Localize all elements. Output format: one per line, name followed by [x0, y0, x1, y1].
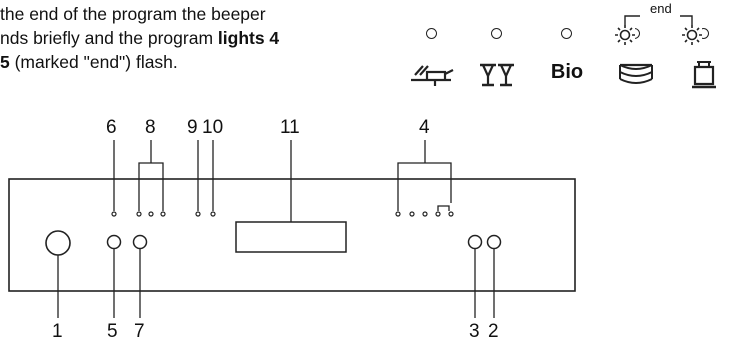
led-8a — [136, 211, 142, 217]
indicator-lamp — [561, 28, 572, 39]
callout-8: 8 — [145, 117, 156, 138]
program-indicator-bio: Bio — [540, 4, 594, 94]
indicator-lamp — [491, 28, 502, 39]
light-icon — [682, 25, 702, 45]
led-8b — [148, 211, 154, 217]
main-switch-button[interactable] — [45, 230, 71, 256]
led-10 — [210, 211, 216, 217]
instruction-line-3-bold: 5 — [0, 52, 10, 72]
callout-5: 5 — [107, 321, 118, 342]
instruction-line-2-bold: lights 4 — [217, 28, 280, 48]
button-3[interactable] — [467, 234, 483, 250]
panel-outline — [8, 178, 576, 292]
callout-6: 6 — [106, 117, 117, 138]
end-indicator-group — [615, 15, 702, 45]
instruction-line-1: the end of the program the beeper — [0, 4, 266, 24]
callout-1: 1 — [52, 321, 63, 342]
instruction-line-2: nds briefly and the program lights 4 — [0, 26, 395, 50]
callout-3: 3 — [469, 321, 480, 342]
single-glass-icon — [692, 61, 716, 89]
program-indicator-row: Bio end — [405, 1, 729, 94]
instruction-line-3-text: (marked "end") flash. — [9, 52, 178, 72]
indicator-lamp — [426, 28, 437, 39]
bio-label: Bio — [550, 61, 584, 83]
instruction-line-3: 5 (marked "end") flash. — [0, 50, 395, 74]
callout-11: 11 — [280, 117, 300, 138]
glasses-icon — [480, 63, 514, 87]
button-7[interactable] — [132, 234, 148, 250]
stacked-dishes-icon — [619, 63, 653, 84]
end-label: end — [650, 1, 672, 16]
led-4d — [435, 211, 441, 217]
program-indicator-pots — [405, 4, 459, 94]
button-2[interactable] — [486, 234, 502, 250]
led-6 — [111, 211, 117, 217]
led-8c — [160, 211, 166, 217]
led-4b — [409, 211, 415, 217]
callout-4: 4 — [419, 117, 430, 138]
program-indicator-single-glass — [677, 4, 729, 94]
light-icon — [615, 25, 635, 45]
instruction-text: the end of the program the beeper nds br… — [0, 2, 395, 74]
led-9 — [195, 211, 201, 217]
end-bracket — [624, 15, 693, 25]
pots-and-pans-icon — [411, 65, 454, 86]
instruction-line-2-text: nds briefly and the program — [0, 28, 218, 48]
led-4e — [448, 211, 454, 217]
callout-7: 7 — [134, 321, 145, 342]
led-4a — [395, 211, 401, 217]
callout-2: 2 — [488, 321, 499, 342]
display-window — [235, 221, 347, 253]
button-5[interactable] — [106, 234, 122, 250]
led-4c — [422, 211, 428, 217]
callout-9: 9 — [187, 117, 198, 138]
callout-10: 10 — [202, 117, 224, 138]
program-indicator-glasses — [470, 4, 524, 94]
